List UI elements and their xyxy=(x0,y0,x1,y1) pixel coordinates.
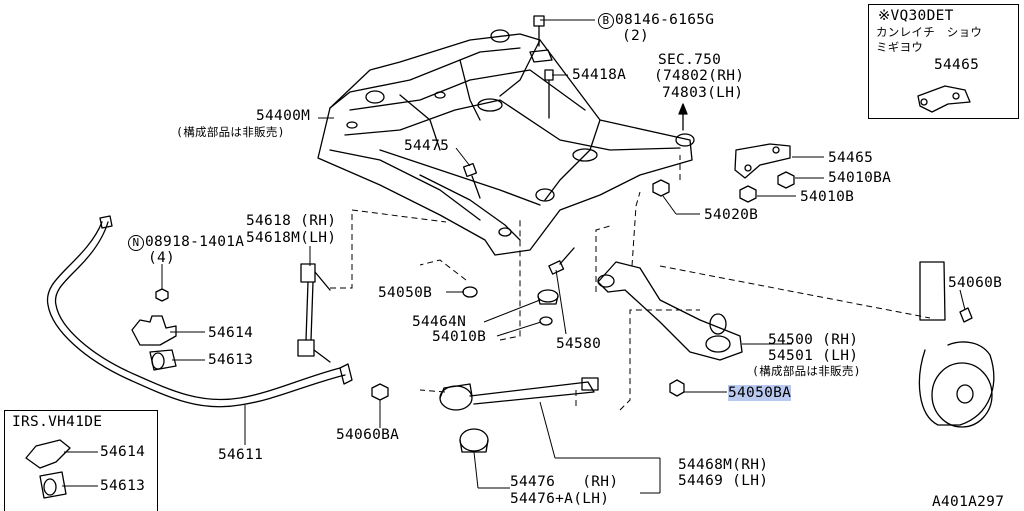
callout-54469-lh[interactable]: 54469 (LH) xyxy=(678,473,769,489)
inset-part-54613[interactable]: 54613 xyxy=(100,478,146,494)
diagram-code: A401A297 xyxy=(932,494,1005,510)
nut-part-number: 08918-1401A xyxy=(145,234,245,250)
inset-note-line-1: カンレイチ ショウ xyxy=(876,25,983,39)
inset-note-line-2: ミギヨウ xyxy=(876,40,924,54)
callout-54468m-rh[interactable]: 54468M(RH) xyxy=(678,457,769,473)
engine-variant-inset xyxy=(868,4,1019,119)
callout-bolt-quantity: (2) xyxy=(622,28,650,44)
bolt-type-mark: B xyxy=(598,13,614,29)
callout-sec-750[interactable]: SEC.750 xyxy=(658,52,722,68)
irs-variant-inset xyxy=(4,410,158,511)
inset-title-vq30det: ※VQ30DET xyxy=(878,8,954,24)
bolt-54475-drawing xyxy=(462,162,481,199)
callout-54060b[interactable]: 54060B xyxy=(948,275,1003,291)
inset-title-irs: IRS.VH41DE xyxy=(12,414,103,430)
callout-sec-74802[interactable]: (74802(RH) xyxy=(654,68,745,84)
callout-54020b[interactable]: 54020B xyxy=(704,207,759,223)
callout-54580[interactable]: 54580 xyxy=(556,336,602,352)
callout-54611[interactable]: 54611 xyxy=(218,447,264,463)
inset-part-54614[interactable]: 54614 xyxy=(100,444,146,460)
callout-54050ba-highlighted[interactable]: 54050BA xyxy=(728,385,792,401)
callout-54614[interactable]: 54614 xyxy=(208,325,254,341)
callout-nut-quantity: (4) xyxy=(148,250,176,266)
callout-54618-rh[interactable]: 54618 (RH) xyxy=(246,213,337,229)
callout-54010ba-top[interactable]: 54010BA xyxy=(828,170,892,186)
bolt-part-number: 08146-6165G xyxy=(615,12,715,28)
callout-54613[interactable]: 54613 xyxy=(208,352,254,368)
note-not-sold-separately-1: (構成部品は非販売) xyxy=(176,125,285,139)
mounting-bolt-drawing xyxy=(529,15,554,119)
compression-rod-drawing xyxy=(439,377,599,411)
callout-54500-rh[interactable]: 54500 (RH) xyxy=(768,332,859,348)
callout-54050b[interactable]: 54050B xyxy=(378,285,433,301)
callout-54475[interactable]: 54475 xyxy=(404,138,450,154)
lower-control-arm-drawing xyxy=(597,261,743,361)
stabilizer-link-drawing xyxy=(297,263,331,363)
callout-sec-74803[interactable]: 74803(LH) xyxy=(662,85,744,101)
callout-54010b-mid[interactable]: 54010B xyxy=(432,329,487,345)
note-not-sold-separately-2: (構成部品は非販売) xyxy=(752,364,861,378)
callout-54618m-lh[interactable]: 54618M(LH) xyxy=(246,230,337,246)
bushing-54476-drawing xyxy=(459,428,489,453)
bracket-54465-drawing xyxy=(734,143,791,179)
callout-54418a[interactable]: 54418A xyxy=(572,67,627,83)
suspension-member-drawing xyxy=(317,29,695,256)
callout-54464n[interactable]: 54464N xyxy=(412,314,467,330)
callout-54476-rh[interactable]: 54476 (RH) xyxy=(510,474,619,490)
inset-part-54465[interactable]: 54465 xyxy=(934,57,980,73)
nut-type-mark: N xyxy=(128,235,144,251)
callout-54400m[interactable]: 54400M xyxy=(256,108,311,124)
callout-54010b-top[interactable]: 54010B xyxy=(800,189,855,205)
callout-54501-lh[interactable]: 54501 (LH) xyxy=(768,348,859,364)
callout-54476a-lh[interactable]: 54476+A(LH) xyxy=(510,491,610,507)
stabilizer-bar-drawing xyxy=(46,215,353,408)
callout-54060ba[interactable]: 54060BA xyxy=(336,427,400,443)
callout-54465[interactable]: 54465 xyxy=(828,150,874,166)
